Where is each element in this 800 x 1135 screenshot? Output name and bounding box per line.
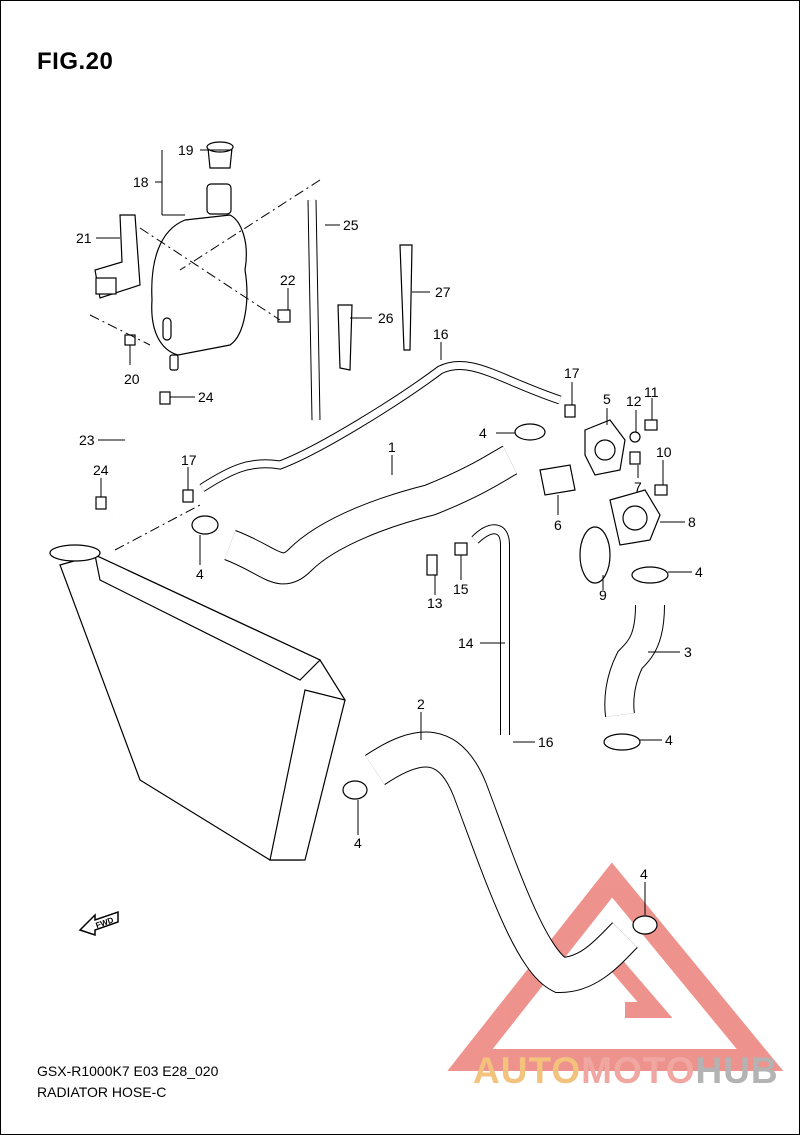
callout-8: 8 (688, 514, 696, 530)
callout-4-lower-right: 4 (665, 732, 673, 748)
fwd-arrow-icon: FWD (78, 910, 119, 937)
callout-27: 27 (435, 284, 451, 300)
callout-20: 20 (124, 371, 140, 387)
thermostat-housing (539, 419, 661, 584)
callout-labels: 19 18 21 25 22 27 26 16 20 17 24 5 11 12… (76, 142, 703, 882)
clip-17 (182, 404, 576, 503)
callout-5: 5 (603, 391, 611, 407)
callout-25: 25 (343, 217, 359, 233)
callout-24-left: 24 (93, 462, 109, 478)
callout-12: 12 (626, 393, 642, 409)
assembly-line (89, 179, 321, 551)
bolt-22 (277, 309, 291, 323)
callout-18: 18 (133, 174, 149, 190)
washer-12 (629, 431, 641, 443)
callout-4-radiator: 4 (196, 566, 204, 582)
callout-4-top: 4 (479, 425, 487, 441)
reservoir-tank (151, 141, 248, 371)
fitting-13 (426, 554, 438, 576)
callout-4-right: 4 (695, 564, 703, 580)
fwd-label: FWD (95, 915, 115, 930)
leader-lines (96, 149, 692, 915)
radiator (49, 544, 346, 861)
cable-tie-27 (399, 244, 413, 351)
tank-bracket (94, 214, 141, 299)
clip-15 (454, 542, 468, 556)
clamp-4-set (191, 423, 669, 935)
callout-11: 11 (644, 384, 659, 400)
callout-26: 26 (378, 310, 394, 326)
watermark-wordmark: AUTOMOTOHUB (473, 1050, 779, 1092)
bolt-20 (124, 334, 136, 365)
callout-13: 13 (427, 595, 443, 611)
callout-15: 15 (453, 581, 469, 597)
callout-14: 14 (458, 635, 474, 651)
callout-19: 19 (178, 142, 194, 158)
callout-24-top: 24 (198, 389, 214, 405)
watermark-part-1: AUTO (473, 1050, 582, 1091)
callout-3: 3 (684, 644, 692, 660)
callout-21: 21 (76, 230, 92, 246)
callout-22: 22 (280, 272, 296, 288)
callout-6: 6 (554, 517, 562, 533)
bolt-10 (654, 484, 668, 496)
callout-2: 2 (417, 696, 425, 712)
callout-23: 23 (79, 432, 95, 448)
callout-16-top: 16 (433, 326, 449, 342)
figure-title: FIG.20 (37, 48, 114, 75)
callout-4-bottom: 4 (640, 866, 648, 882)
callout-4-lower-left: 4 (354, 835, 362, 851)
diagram-subtitle: RADIATOR HOSE-C (37, 1084, 167, 1100)
clamp-26 (337, 304, 353, 371)
callout-7: 7 (634, 479, 642, 495)
watermark-part-3: HUB (695, 1050, 779, 1091)
model-code: GSX-R1000K7 E03 E28_020 (37, 1063, 219, 1079)
callout-9: 9 (599, 587, 607, 603)
callout-1: 1 (388, 439, 396, 455)
bolt-7 (629, 451, 641, 465)
callout-10: 10 (656, 444, 672, 460)
watermark-part-2: MOTO (581, 1050, 696, 1091)
hose-14 (471, 524, 510, 735)
bolt-11 (644, 419, 658, 431)
callout-17-right: 17 (564, 365, 580, 381)
callout-16-bottom: 16 (538, 734, 554, 750)
callout-17-left: 17 (181, 452, 197, 468)
